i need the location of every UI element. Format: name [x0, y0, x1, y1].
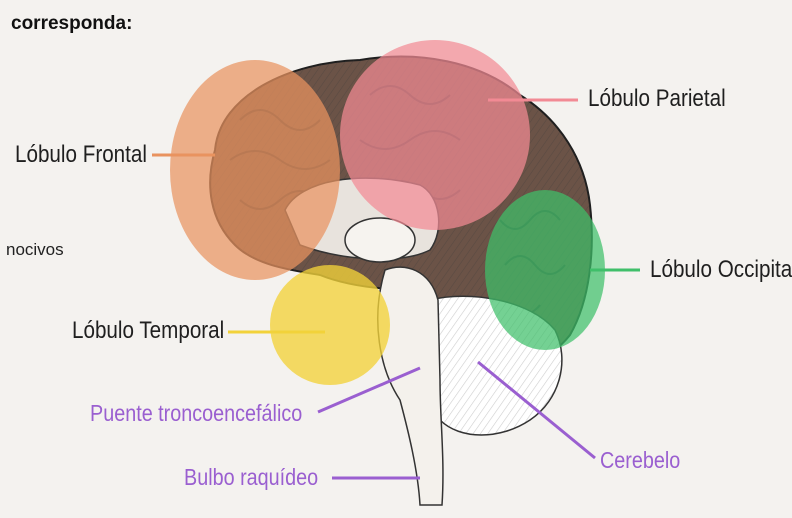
label-frontal-lobe: Lóbulo Frontal — [15, 141, 147, 169]
temporal-lobe-highlight — [270, 265, 390, 385]
text-fragment: nocivos — [6, 240, 64, 260]
brainstem-shape — [378, 267, 443, 505]
occipital-lobe-highlight — [485, 190, 605, 350]
label-cerebelo: Cerebelo — [600, 447, 680, 474]
frontal-lobe-highlight — [170, 60, 340, 280]
parietal-lobe-highlight — [340, 40, 530, 230]
label-parietal-lobe: Lóbulo Parietal — [588, 85, 726, 113]
label-occipital-lobe: Lóbulo Occipital — [650, 256, 792, 284]
label-bulbo: Bulbo raquídeo — [184, 464, 318, 491]
page-heading: corresponda: — [11, 13, 132, 35]
label-temporal-lobe: Lóbulo Temporal — [72, 317, 224, 345]
label-puente: Puente troncoencefálico — [90, 400, 302, 427]
